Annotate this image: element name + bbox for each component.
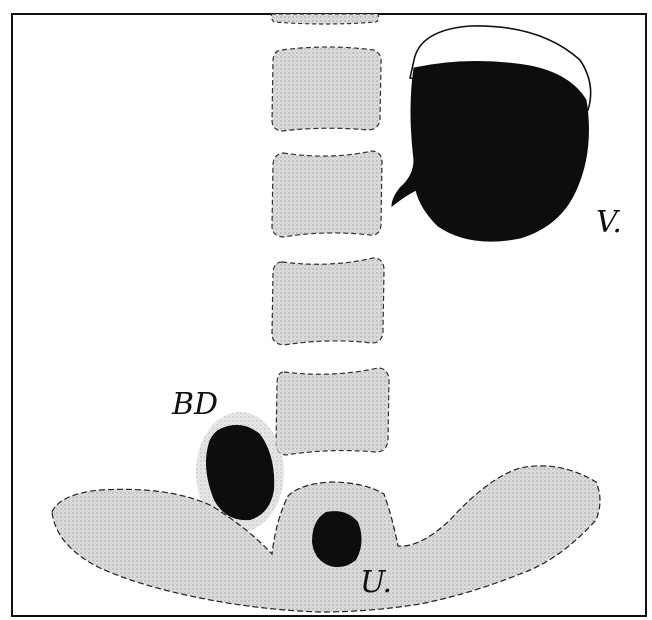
label-v: V. bbox=[596, 205, 622, 240]
vertebra-3 bbox=[272, 258, 384, 345]
vertebra-4 bbox=[276, 368, 389, 455]
vertebra-top-partial bbox=[271, 14, 378, 24]
stomach-contrast-filling bbox=[392, 61, 588, 241]
label-bd: BD bbox=[171, 387, 218, 422]
contrast-blob-u bbox=[312, 511, 362, 567]
stomach bbox=[392, 26, 591, 241]
vertebra-2 bbox=[272, 151, 382, 237]
vertebral-column bbox=[271, 14, 389, 455]
label-u: U. bbox=[360, 565, 392, 600]
vertebra-1 bbox=[272, 47, 381, 131]
